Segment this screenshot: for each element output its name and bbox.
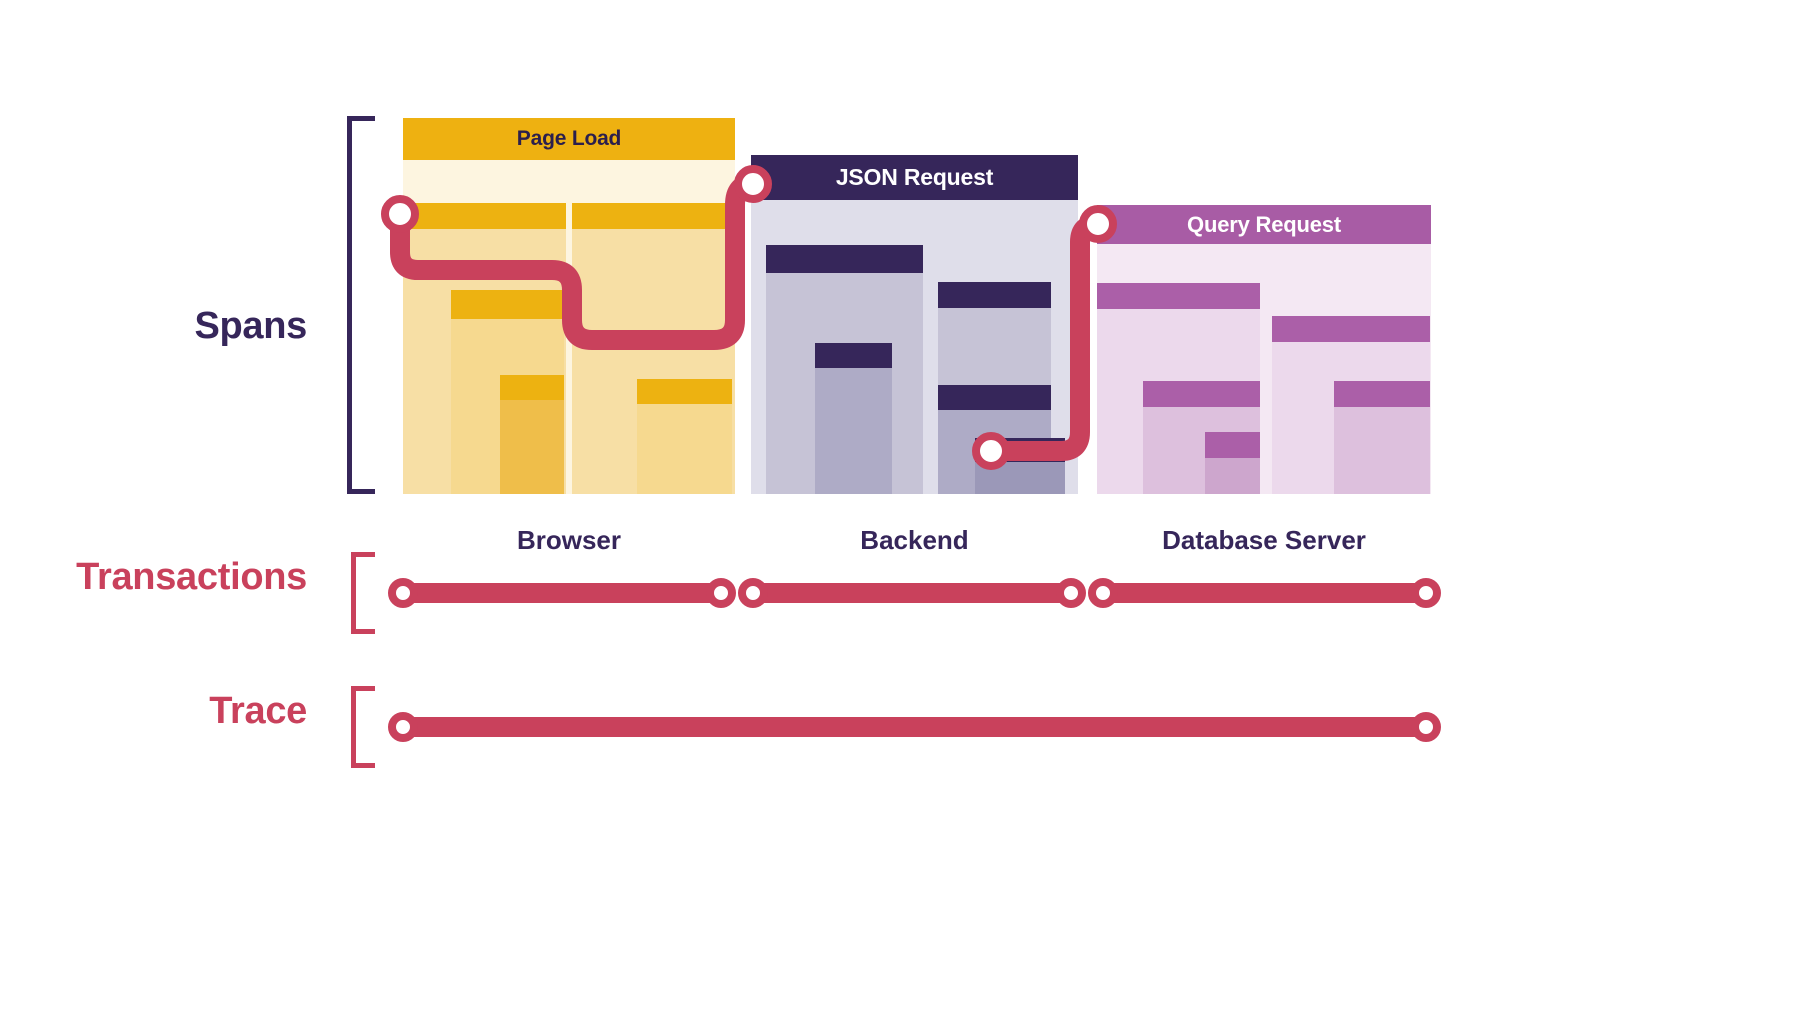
transaction-node-backend-end[interactable] — [1056, 578, 1086, 608]
browser-span-5-cap — [637, 379, 732, 404]
browser-span-5[interactable] — [637, 379, 732, 494]
browser-span-2-cap — [572, 203, 735, 229]
transactions-bracket — [351, 552, 375, 634]
trace-bracket — [351, 686, 375, 768]
service-label-backend: Backend — [860, 525, 969, 555]
row-label-spans: Spans — [194, 305, 307, 347]
database-span-2-cap — [1143, 381, 1260, 407]
trace-node-start[interactable] — [388, 712, 418, 742]
row-label-transactions: Transactions — [76, 556, 307, 598]
browser-span-4-cap — [500, 375, 564, 400]
row-label-trace: Trace — [209, 690, 307, 732]
backend-span-3-cap — [938, 282, 1051, 308]
database-transaction-title: Query Request — [1187, 211, 1341, 237]
database-transaction-header[interactable]: Query Request — [1097, 205, 1431, 244]
service-label-browser: Browser — [516, 525, 622, 555]
browser-span-1-cap — [403, 203, 566, 229]
backend-transaction-title: JSON Request — [835, 164, 994, 190]
transaction-bar-database[interactable] — [1097, 583, 1433, 603]
database-span-4-cap — [1334, 381, 1430, 407]
browser-span-4[interactable] — [500, 375, 564, 494]
service-label-database: Database Server — [1162, 525, 1366, 555]
transaction-node-database-start[interactable] — [1088, 578, 1118, 608]
transaction-node-browser-start[interactable] — [388, 578, 418, 608]
database-span-4[interactable] — [1334, 381, 1430, 494]
transaction-node-browser-end[interactable] — [706, 578, 736, 608]
transaction-bar-backend[interactable] — [748, 583, 1078, 603]
transaction-node-database-end[interactable] — [1411, 578, 1441, 608]
database-span-3-cap — [1272, 316, 1430, 342]
backend-span-5[interactable] — [975, 438, 1065, 494]
trace-bar[interactable] — [398, 717, 1433, 737]
backend-transaction-header[interactable]: JSON Request — [751, 155, 1078, 200]
trace-node-end[interactable] — [1411, 712, 1441, 742]
browser-transaction-title: Page Load — [516, 127, 622, 150]
database-span-1-cap — [1097, 283, 1260, 309]
backend-span-1-cap — [766, 245, 923, 273]
backend-span-2[interactable] — [815, 343, 892, 494]
backend-span-4-cap — [938, 385, 1051, 410]
database-span-5[interactable] — [1205, 432, 1260, 494]
browser-transaction-header[interactable]: Page Load — [403, 118, 735, 160]
transaction-node-backend-start[interactable] — [738, 578, 768, 608]
browser-span-3-cap — [451, 290, 564, 319]
database-span-5-cap — [1205, 432, 1260, 458]
backend-span-2-cap — [815, 343, 892, 368]
transaction-bar-browser[interactable] — [398, 583, 729, 603]
spans-bracket — [347, 116, 375, 494]
backend-span-5-cap — [975, 438, 1065, 462]
